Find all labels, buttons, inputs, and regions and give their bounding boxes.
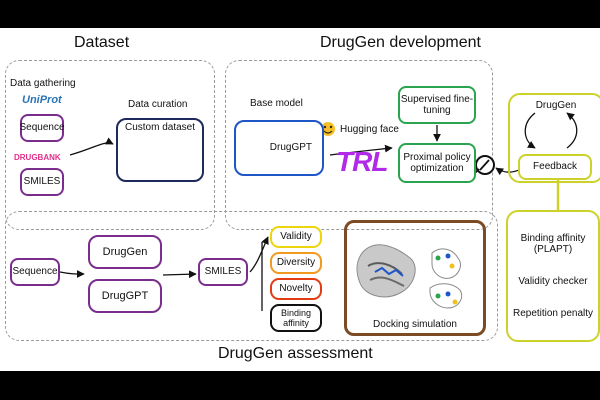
- hugging-face-label: Hugging face: [340, 124, 399, 135]
- assessment-title: DrugGen assessment: [218, 345, 373, 362]
- feedback-label: Feedback: [533, 161, 577, 173]
- ppo-label: Proximal policy optimization: [403, 151, 471, 175]
- metric-validity-label: Validity: [280, 231, 312, 243]
- metric-validity-box: Validity: [270, 226, 322, 248]
- dataset-smiles-box: SMILES: [20, 168, 64, 196]
- trl-logo: TRL: [336, 146, 388, 177]
- dataset-panel: [5, 60, 215, 230]
- smiles-to-metrics-arrow: [249, 236, 269, 273]
- assessment-panel: [5, 211, 498, 341]
- data-gathering-label: Data gathering: [10, 78, 76, 89]
- development-panel: [225, 60, 493, 230]
- feedback-box: Feedback: [518, 154, 592, 180]
- cycle-icon-back: [566, 112, 578, 149]
- drugbank-logo: DRUGBANK: [14, 153, 61, 162]
- dataset-smiles-label: SMILES: [23, 176, 61, 188]
- gauge-reward-icon: [474, 155, 495, 175]
- assessment-sequence-box: Sequence: [10, 258, 60, 286]
- custom-dataset-box: Custom dataset: [116, 118, 204, 182]
- docking-simulation-label: Docking simulation: [373, 318, 457, 330]
- binding-affinity-plapt-label: Binding affinity (PLAPT): [520, 232, 586, 256]
- supervised-fine-tuning-box: Supervised fine-tuning: [398, 86, 476, 124]
- dataset-sequence-label: Sequence: [19, 122, 65, 134]
- dataset-sequence-box: Sequence: [19, 114, 65, 142]
- feedback-loop-panel: DrugGen: [508, 93, 600, 183]
- assessment-druggen-box: DrugGen: [88, 235, 162, 269]
- dataset-to-curation-arrow: [69, 137, 114, 156]
- validity-checker-label: Validity checker: [518, 276, 588, 287]
- metric-binding-affinity-label: Binding affinity: [280, 307, 312, 328]
- figure-canvas: Dataset DrugGen development DrugGen asse…: [0, 28, 600, 371]
- models-to-smiles-arrow: [162, 270, 197, 279]
- assessment-smiles-box: SMILES: [198, 258, 248, 286]
- feedback-druggen-label: DrugGen: [535, 100, 577, 111]
- assessment-smiles-label: SMILES: [204, 266, 242, 278]
- metric-diversity-label: Diversity: [276, 257, 316, 269]
- protein-ligand-icon: [356, 244, 463, 309]
- data-curation-label: Data curation: [128, 99, 188, 110]
- drugGPT-base-box: DrugGPT: [234, 120, 324, 176]
- custom-dataset-label: Custom dataset: [124, 122, 196, 133]
- drugGPT-to-training-arrow: [329, 144, 393, 156]
- sequence-to-models-arrow: [59, 270, 85, 278]
- drugGPT-base-label: DrugGPT: [269, 142, 312, 154]
- dataset-title: Dataset: [74, 34, 130, 51]
- docking-simulation-box: Docking simulation: [344, 220, 486, 336]
- metric-diversity-box: Diversity: [270, 252, 322, 274]
- uniprot-logo: UniProt: [22, 94, 62, 106]
- development-title: DrugGen development: [320, 34, 481, 51]
- hugging-face-emoji-icon: [321, 122, 335, 136]
- assessment-sequence-label: Sequence: [12, 266, 58, 278]
- base-model-label: Base model: [250, 98, 303, 109]
- assessment-drugGPT-box: DrugGPT: [88, 279, 162, 313]
- assessment-druggen-label: DrugGen: [102, 245, 148, 258]
- metric-novelty-box: Novelty: [270, 278, 322, 300]
- ppo-box: Proximal policy optimization: [398, 143, 476, 183]
- supervised-fine-tuning-label: Supervised fine-tuning: [400, 93, 474, 117]
- repetition-penalty-label: Repetition penalty: [512, 308, 594, 319]
- cycle-icon: [524, 112, 536, 149]
- metric-binding-affinity-box: Binding affinity: [270, 304, 322, 332]
- reward-metrics-box: Binding affinity (PLAPT) Validity checke…: [506, 210, 600, 342]
- metric-novelty-label: Novelty: [279, 283, 313, 295]
- assessment-drugGPT-label: DrugGPT: [101, 289, 149, 302]
